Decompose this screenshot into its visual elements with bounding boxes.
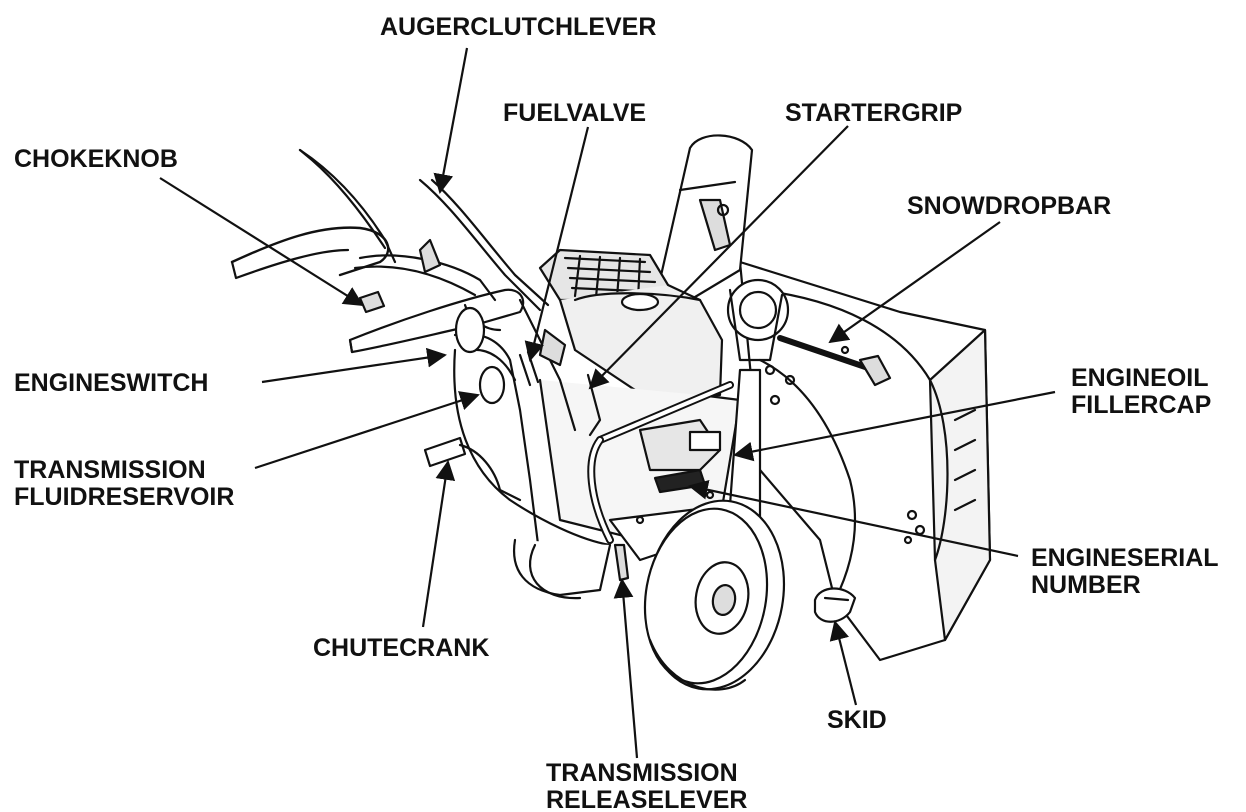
label-transmission-release-lever: TRANSMISSION RELEASELEVER [546,759,748,812]
label-starter-grip: STARTERGRIP [785,99,963,127]
label-skid: SKID [827,706,887,734]
leader-starter-grip [588,125,849,390]
snow-drop-bar-part [777,335,892,387]
leader-snow-drop-bar [828,221,1001,344]
label-transmission-fluid-reservoir: TRANSMISSION FLUIDRESERVOIR [14,456,235,511]
label-auger-clutch-lever: AUGERCLUTCHLEVER [380,13,657,41]
leader-chute-crank [421,460,456,628]
leader-auger-clutch-lever [433,47,469,194]
wheel-right [643,499,786,691]
leader-transmission-release-lever [613,578,639,759]
label-snow-drop-bar: SNOWDROPBAR [907,192,1112,220]
leader-transmission-fluid-reservoir [254,391,480,470]
discharge-chute [658,134,754,302]
label-choke-knob: CHOKEKNOB [14,145,178,173]
label-fuel-valve: FUELVALVE [503,99,647,127]
leader-engine-oil-filler-cap [733,390,1056,462]
label-engine-oil-filler-cap: ENGINEOIL FILLERCAP [1071,364,1212,419]
leader-fuel-valve [524,126,590,362]
leader-engine-switch [261,347,447,384]
handlebars [230,148,550,354]
label-chute-crank: CHUTECRANK [313,634,490,662]
skid-part [813,587,857,623]
chute-crank-part [423,436,522,502]
leader-skid [829,620,858,706]
control-tubes [453,298,734,562]
leader-engine-serial-number [688,480,1019,558]
label-engine-switch: ENGINESWITCH [14,369,209,397]
leader-choke-knob [159,177,364,307]
release-lever-part [613,543,630,582]
label-engine-serial-number: ENGINESERIAL NUMBER [1031,544,1219,599]
wheel-left [513,538,612,600]
